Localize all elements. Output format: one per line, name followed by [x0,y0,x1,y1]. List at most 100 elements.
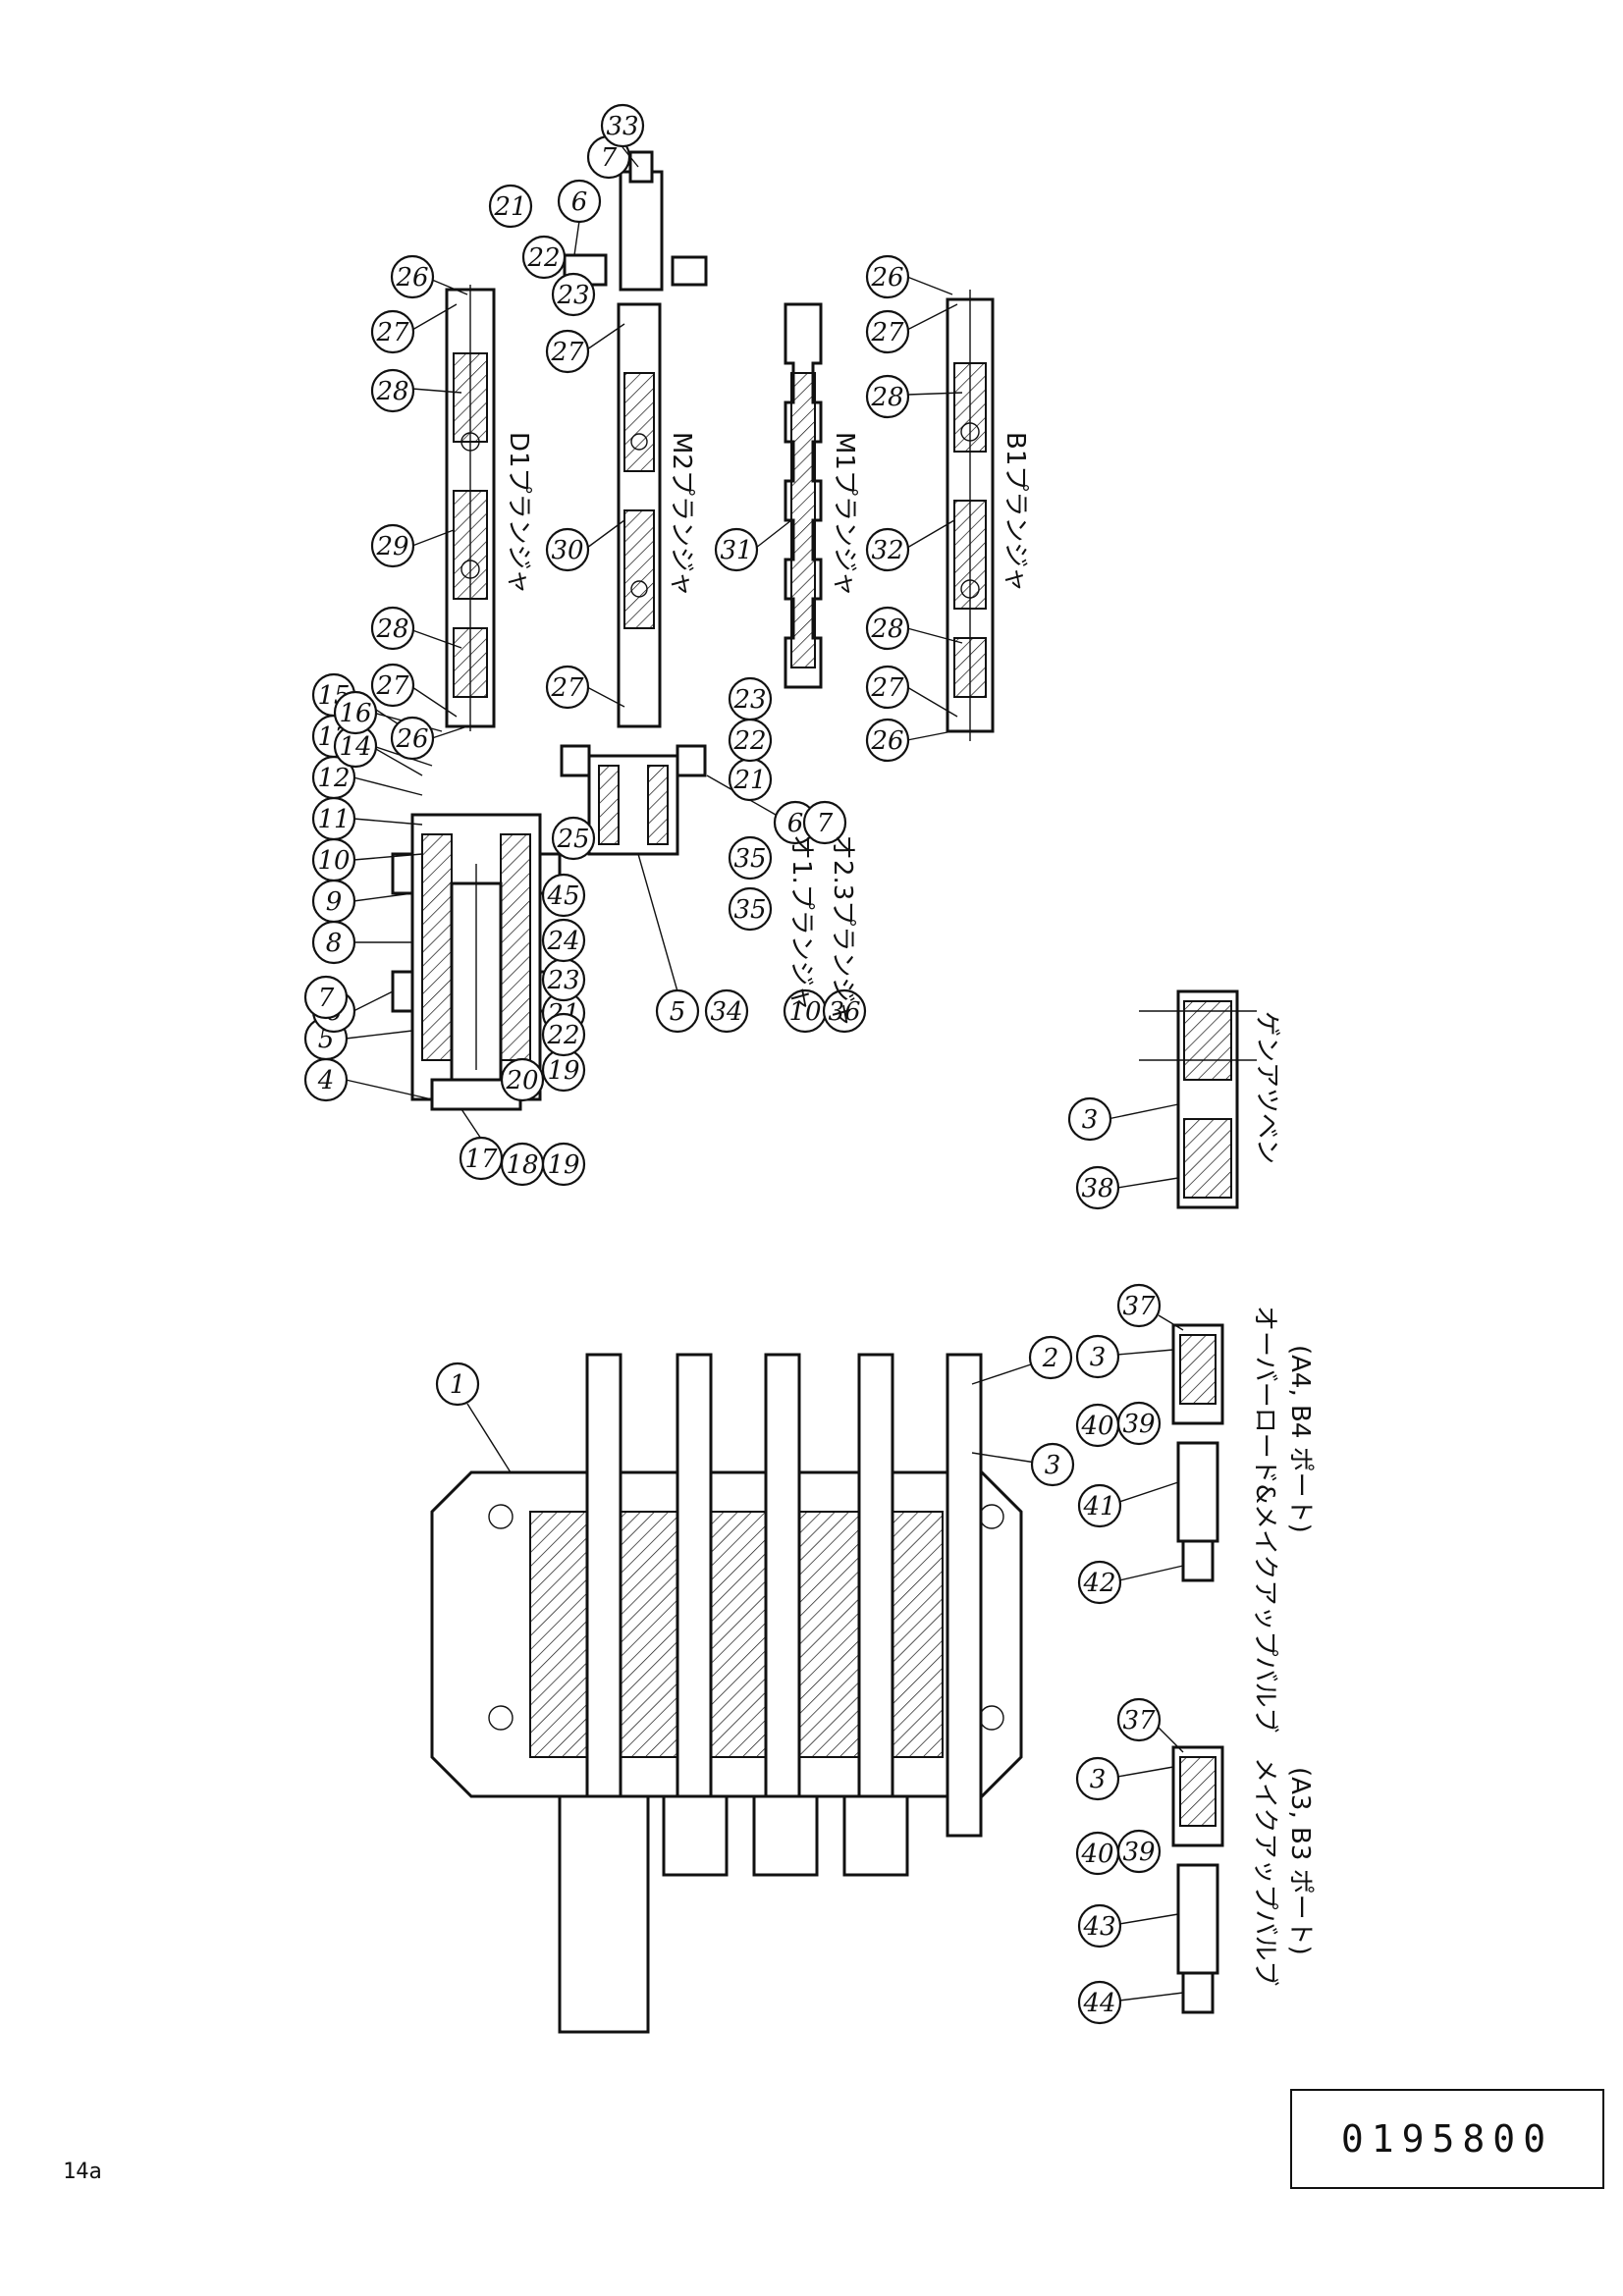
callout-43: 43 [1077,1903,1179,1949]
svg-text:36: 36 [828,997,860,1027]
svg-text:30: 30 [551,536,583,565]
svg-text:14: 14 [339,732,371,762]
callout-33: 33 [600,103,645,168]
svg-text:2: 2 [1042,1344,1059,1373]
callout-38: 38 [1075,1165,1179,1210]
cap-assembly [560,744,707,856]
svg-text:12: 12 [317,764,350,793]
label-makeup-ports: (A3, B3 ポート) [1285,1767,1315,1955]
svg-text:5: 5 [670,997,686,1027]
callout-23c: 23 [541,957,586,1002]
callout-28b: 28 [370,606,462,651]
valve-body [430,1470,1023,1798]
callout-20: 20 [500,1057,545,1102]
callout-18: 18 [500,1142,545,1187]
callout-5b: 5 [637,853,700,1034]
callout-29: 29 [370,523,455,568]
svg-text:7: 7 [817,809,834,838]
svg-text:22: 22 [546,1021,579,1050]
svg-text:24: 24 [546,927,579,956]
labels: D1プランジャ M2プランジャ M1プランジャ B1プランジャ オ1.プランジャ… [504,432,1315,1986]
svg-text:37: 37 [1122,1292,1156,1321]
callout-22c: 22 [541,1012,586,1057]
svg-text:40: 40 [1080,1840,1113,1869]
callout-27b: 27 [370,663,458,718]
callout-28d: 28 [865,606,963,651]
m1-plunger-assembly [784,302,823,689]
callout-36: 36 [822,988,867,1034]
svg-text:37: 37 [1122,1706,1156,1735]
svg-text:21: 21 [732,766,766,795]
callout-16: 16 [333,690,443,735]
overload-makeup-valve [1171,1323,1224,1582]
svg-text:35: 35 [733,895,766,925]
callout-31: 31 [714,519,792,572]
svg-text:11: 11 [317,805,350,834]
svg-text:38: 38 [1081,1174,1113,1203]
callout-24: 24 [541,918,586,963]
callout-45: 45 [541,873,586,918]
callout-30: 30 [545,519,625,572]
label-b1-plunger: B1プランジャ [1001,432,1030,592]
svg-text:26: 26 [870,263,903,293]
callout-26b: 26 [390,716,468,761]
callout-17: 17 [459,1108,504,1181]
callout-26d: 26 [865,718,953,763]
svg-text:34: 34 [710,997,742,1027]
svg-text:10: 10 [788,997,821,1027]
label-second-third-plunger: オ2.3プランジャ [828,834,857,1027]
svg-text:28: 28 [375,377,408,406]
svg-text:9: 9 [326,887,343,917]
svg-text:45: 45 [546,881,579,911]
callout-35a: 35 [728,886,773,932]
callout-8: 8 [311,920,412,965]
callout-2: 2 [971,1335,1073,1385]
svg-text:33: 33 [606,112,638,141]
callout-3d: 3 [1075,1756,1174,1801]
svg-text:6: 6 [787,809,804,838]
callout-3b: 3 [1067,1096,1179,1142]
callout-21b: 21 [728,757,773,802]
callout-40a: 40 [1075,1403,1120,1448]
svg-text:1: 1 [450,1370,466,1400]
callout-27f: 27 [865,665,958,718]
label-m2-plunger: M2プランジャ [667,432,696,597]
svg-text:16: 16 [339,699,371,728]
svg-text:20: 20 [505,1066,538,1095]
svg-text:10: 10 [317,846,350,876]
svg-text:40: 40 [1080,1412,1113,1441]
callout-22b: 22 [728,718,773,763]
svg-text:3: 3 [1090,1343,1107,1372]
callout-27c: 27 [545,323,625,374]
callouts: 1 2 3 3 3 3 4 5 5 6 6 6 7 7 7 8 9 10 10 … [303,103,1184,2025]
callout-27e: 27 [865,303,958,354]
svg-text:3: 3 [1082,1105,1099,1135]
makeup-valve [1171,1745,1224,2014]
m2-plunger-assembly [617,302,662,728]
svg-text:42: 42 [1082,1569,1115,1598]
svg-text:6: 6 [571,187,588,217]
svg-text:27: 27 [870,673,904,703]
svg-text:28: 28 [870,614,903,644]
callout-32: 32 [865,519,955,572]
svg-text:32: 32 [871,536,903,565]
page-number: 14a [63,2160,102,2184]
svg-text:8: 8 [326,929,343,958]
svg-text:28: 28 [870,383,903,412]
spool-end-33 [563,150,708,292]
svg-text:22: 22 [732,726,766,756]
valve-spools [558,1353,983,2034]
svg-text:18: 18 [506,1150,538,1180]
b1-plunger-assembly [946,290,995,741]
svg-text:23: 23 [546,966,579,995]
callout-41: 41 [1077,1481,1179,1528]
svg-text:3: 3 [1090,1765,1107,1794]
svg-text:27: 27 [375,671,409,701]
callout-12: 12 [311,755,423,800]
svg-text:26: 26 [395,724,428,754]
callout-23a: 23 [551,272,596,317]
svg-text:39: 39 [1122,1410,1155,1439]
callout-14: 14 [333,723,433,769]
svg-text:23: 23 [556,281,589,310]
svg-text:26: 26 [395,263,428,293]
